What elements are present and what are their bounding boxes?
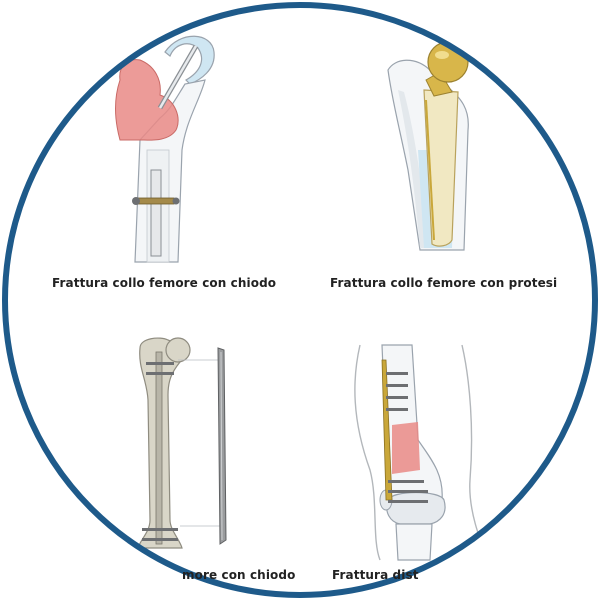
distal-femur-plate-icon — [354, 344, 489, 561]
caption-femoral-neck-nail: Frattura collo femore con chiodo — [52, 276, 277, 290]
caption-femur-nail: more con chiodo — [182, 568, 296, 582]
caption-hip-prosthesis: Frattura collo femore con protesi — [330, 276, 558, 290]
circle-border — [2, 2, 598, 598]
femoral-neck-nail-icon — [115, 35, 215, 263]
caption-distal-femur: Frattura dist — [332, 568, 419, 582]
femur-intramedullary-nail-icon — [137, 337, 227, 549]
